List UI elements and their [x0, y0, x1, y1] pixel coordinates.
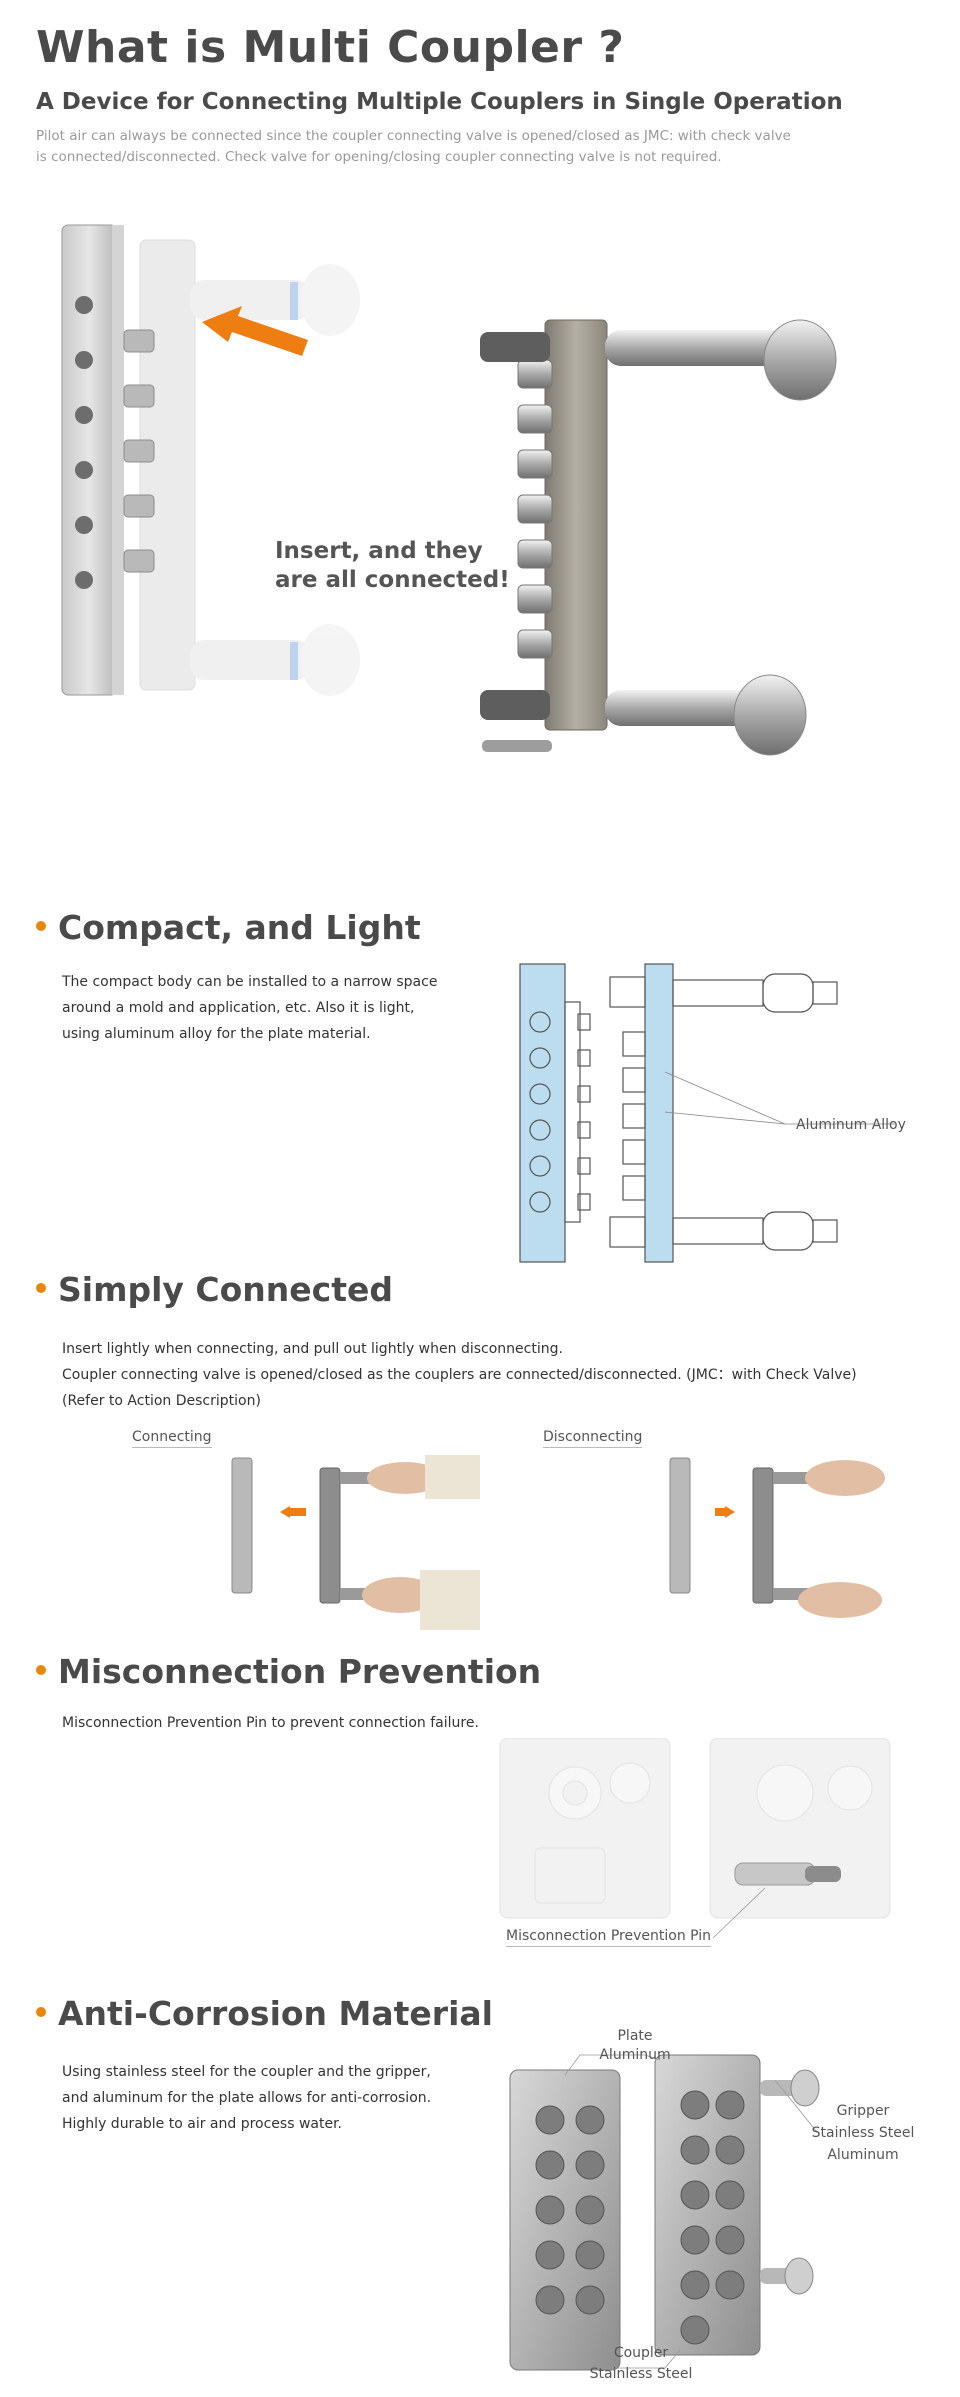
bullet-icon	[36, 2006, 46, 2017]
plate-material: Aluminum	[599, 2047, 671, 2063]
compact-text-line: using aluminum alloy for the plate mater…	[62, 1026, 371, 1042]
hero-illustration	[61, 224, 837, 756]
compact-text-line: around a mold and application, etc. Also…	[62, 1000, 415, 1016]
gripper-material-2: Aluminum	[827, 2147, 899, 2163]
insert-arrow	[202, 306, 308, 356]
left-assembly-image	[61, 224, 360, 696]
section-miscon-title: Misconnection Prevention	[36, 1652, 541, 1691]
section-simply-text: Insert lightly when connecting, and pull…	[62, 1336, 857, 1414]
section-miscon-title-text: Misconnection Prevention	[58, 1652, 542, 1691]
section-anticorr-title-text: Anti-Corrosion Material	[58, 1994, 493, 2033]
anticorr-text-line: and aluminum for the plate allows for an…	[62, 2090, 432, 2106]
bullet-icon	[36, 1282, 46, 1293]
section-simply-title: Simply Connected	[36, 1270, 393, 1309]
page-title: What is Multi Coupler ?	[36, 22, 625, 73]
section-compact-title: Compact, and Light	[36, 908, 421, 947]
coupler-material: Stainless Steel	[589, 2366, 693, 2382]
compact-drawing	[519, 963, 895, 1263]
disconnecting-illustration	[669, 1457, 885, 1618]
gripper-callout: Gripper Stainless Steel Aluminum	[808, 2100, 918, 2166]
bullet-icon	[36, 920, 46, 931]
plate-label: Plate	[617, 2028, 653, 2044]
anticorr-illustration	[509, 2054, 820, 2371]
bullet-icon	[36, 1664, 46, 1675]
compact-text-line: The compact body can be installed to a n…	[62, 974, 438, 990]
simply-text-line: Coupler connecting valve is opened/close…	[62, 1367, 857, 1383]
plate-callout: Plate Aluminum	[595, 2027, 675, 2065]
simply-text-line: Insert lightly when connecting, and pull…	[62, 1341, 563, 1357]
coupler-callout: Coupler Stainless Steel	[586, 2343, 696, 2385]
gripper-material-1: Stainless Steel	[811, 2125, 915, 2141]
section-anticorr-text: Using stainless steel for the coupler an…	[62, 2059, 431, 2137]
section-miscon-text: Misconnection Prevention Pin to prevent …	[62, 1715, 479, 1731]
disconnecting-label: Disconnecting	[543, 1429, 643, 1448]
anticorr-text-line: Highly durable to air and process water.	[62, 2116, 343, 2132]
insert-caption-line1: Insert, and they	[275, 538, 483, 564]
aluminum-alloy-callout: Aluminum Alloy	[796, 1117, 906, 1133]
page-subtitle: A Device for Connecting Multiple Coupler…	[36, 89, 843, 115]
connecting-label: Connecting	[132, 1429, 212, 1448]
right-assembly-image	[480, 319, 837, 756]
simply-text-line: (Refer to Action Description)	[62, 1393, 261, 1409]
miscon-pin-callout: Misconnection Prevention Pin	[506, 1928, 712, 1947]
coupler-label: Coupler	[613, 2345, 669, 2361]
gripper-label: Gripper	[836, 2103, 890, 2119]
insert-caption: Insert, and they are all connected!	[275, 537, 510, 595]
section-anticorr-title: Anti-Corrosion Material	[36, 1994, 493, 2033]
section-compact-title-text: Compact, and Light	[58, 908, 421, 947]
section-simply-title-text: Simply Connected	[58, 1270, 393, 1309]
connecting-illustration	[231, 1455, 480, 1630]
section-compact-text: The compact body can be installed to a n…	[62, 969, 437, 1047]
intro-text: Pilot air can always be connected since …	[36, 128, 791, 165]
anticorr-text-line: Using stainless steel for the coupler an…	[62, 2064, 431, 2080]
miscon-illustration	[499, 1738, 891, 1939]
insert-caption-line2: are all connected!	[275, 567, 510, 593]
